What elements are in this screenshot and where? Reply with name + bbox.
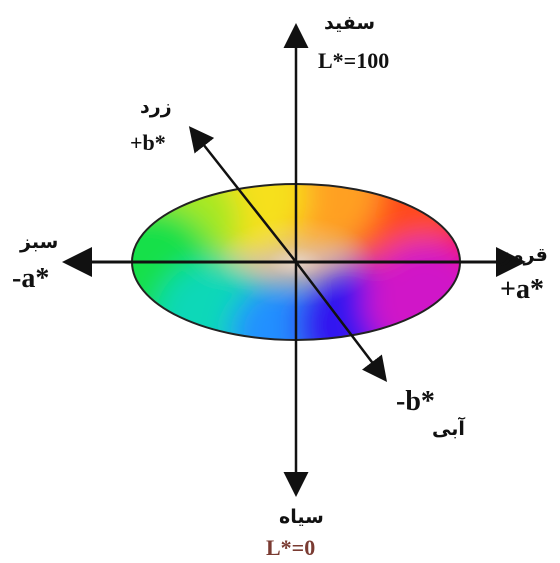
green-label-fa: سبز: [20, 231, 59, 253]
b-axis-down-right-arrow: [295, 261, 388, 382]
black-l-value: L*=0: [266, 535, 316, 560]
yellow-label-fa: زرد: [140, 96, 172, 118]
blue-b-axis-label: -b*: [396, 386, 435, 417]
red-a-axis-label: +a*: [500, 274, 544, 305]
green-a-axis-label: -a*: [12, 263, 50, 294]
b-axis-up-left-arrow: [188, 126, 297, 263]
white-l-value: L*=100: [318, 48, 390, 73]
red-label-fa: قرمز: [500, 244, 548, 266]
yellow-b-axis-label: +b*: [130, 130, 166, 155]
white-label-fa: سفید: [324, 12, 376, 34]
color-gamut-ellipse: [131, 183, 461, 341]
black-label-fa: سیاه: [279, 506, 324, 528]
blue-label-fa: آبی: [432, 418, 465, 440]
